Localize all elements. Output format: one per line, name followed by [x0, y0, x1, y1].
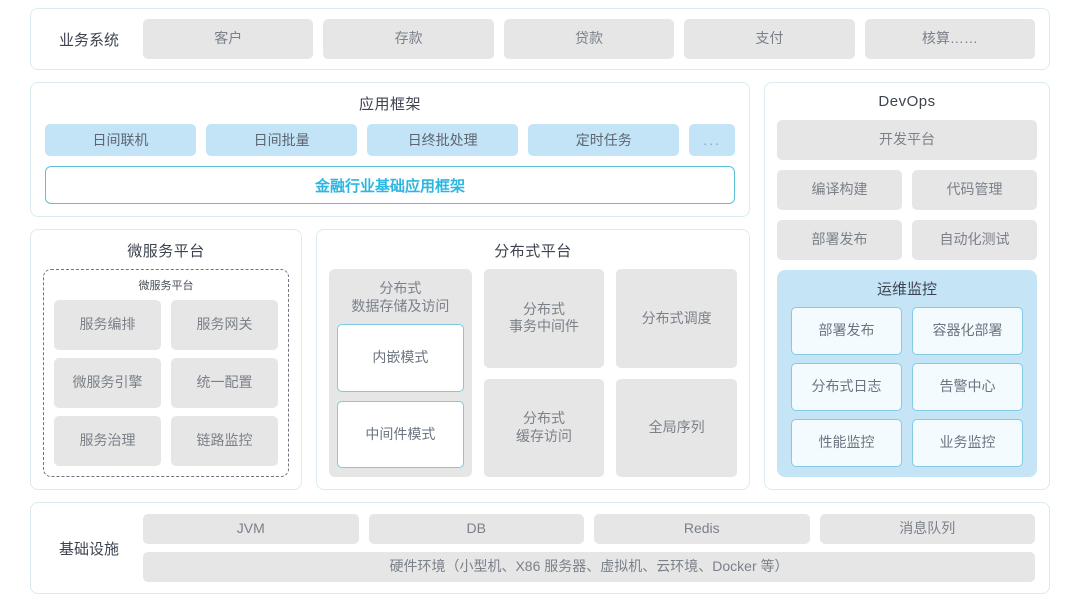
microservice-item-governance[interactable]: 服务治理 [54, 416, 161, 466]
microservice-item-grid: 服务编排 服务网关 微服务引擎 统一配置 服务治理 链路监控 [54, 300, 278, 466]
distributed-feature-grid: 分布式 事务中间件 分布式调度 分布 [483, 269, 737, 477]
ops-monitoring-title: 运维监控 [876, 281, 937, 298]
microservice-platform-panel: 微服务平台 微服务平台 服务编排 服务网关 微服务引擎 统一配置 服务治理 链路… [30, 229, 302, 490]
microservice-item-engine[interactable]: 微服务引擎 [54, 358, 161, 408]
business-item-payment[interactable]: 支付 [684, 19, 855, 59]
infrastructure-item-jvm[interactable]: JVM [143, 514, 359, 544]
storage-mode-middleware[interactable]: 中间件模式 [337, 400, 464, 468]
ops-containerized-deploy[interactable]: 容器化部署 [912, 307, 1023, 355]
global-sequence[interactable]: 全局序列 [616, 378, 737, 477]
devops-compile-build[interactable]: 编译构建 [777, 170, 902, 210]
microservice-platform-title: 微服务平台 [127, 243, 205, 260]
ops-monitoring-group: 运维监控 部署发布 容器化部署 分布式日志 告警中心 性能监控 业务监控 [777, 270, 1037, 477]
infrastructure-item-message-queue[interactable]: 消息队列 [819, 514, 1035, 544]
middle-region: 应用框架 日间联机 日间批量 日终批处理 定时任务 ... 金融行业基础应用框架… [30, 82, 1050, 490]
app-framework-title: 应用框架 [358, 96, 421, 113]
devops-code-management[interactable]: 代码管理 [912, 170, 1037, 210]
microservice-inner-title: 微服务平台 [138, 280, 194, 292]
business-system-section: 业务系统 客户 存款 贷款 支付 核算…… [30, 8, 1050, 70]
distributed-cache-line2: 缓存访问 [516, 427, 572, 444]
distributed-transaction-line1: 分布式 [523, 300, 565, 317]
business-item-customer[interactable]: 客户 [143, 19, 314, 59]
business-item-deposit[interactable]: 存款 [323, 19, 494, 59]
hardware-environment-bar[interactable]: 硬件环境（小型机、X86 服务器、虚拟机、云环境、Docker 等） [143, 552, 1035, 582]
distributed-cache-line1: 分布式 [523, 410, 565, 427]
microservice-item-orchestration[interactable]: 服务编排 [54, 300, 161, 350]
distributed-platform-title: 分布式平台 [494, 243, 572, 260]
business-system-label: 业务系统 [58, 31, 119, 49]
infrastructure-content: JVM DB Redis 消息队列 硬件环境（小型机、X86 服务器、虚拟机、云… [143, 514, 1035, 582]
ops-distributed-log[interactable]: 分布式日志 [791, 363, 902, 411]
app-framework-panel: 应用框架 日间联机 日间批量 日终批处理 定时任务 ... 金融行业基础应用框架 [30, 82, 750, 217]
devops-title: DevOps [878, 93, 936, 110]
devops-automated-testing[interactable]: 自动化测试 [912, 220, 1037, 260]
finance-base-framework-bar[interactable]: 金融行业基础应用框架 [45, 166, 735, 204]
infrastructure-item-redis[interactable]: Redis [594, 514, 810, 544]
business-item-accounting[interactable]: 核算…… [864, 19, 1036, 59]
distributed-scheduling[interactable]: 分布式调度 [616, 269, 737, 368]
ops-monitoring-grid: 部署发布 容器化部署 分布式日志 告警中心 性能监控 业务监控 [791, 307, 1023, 467]
microservice-item-tracing[interactable]: 链路监控 [171, 416, 278, 466]
microservice-dashed-group: 微服务平台 服务编排 服务网关 微服务引擎 统一配置 服务治理 链路监控 [43, 269, 289, 477]
devops-deploy-release[interactable]: 部署发布 [777, 220, 902, 260]
storage-mode-embedded[interactable]: 内嵌模式 [337, 324, 464, 392]
distributed-transaction-line2: 事务中间件 [509, 318, 579, 335]
distributed-storage-label-line2: 数据存储及访问 [351, 298, 450, 315]
devops-panel: DevOps 开发平台 编译构建 代码管理 部署发布 自动化测试 运维监控 部署… [764, 82, 1050, 490]
business-item-loan[interactable]: 贷款 [503, 19, 675, 59]
ops-business-monitor[interactable]: 业务监控 [912, 419, 1023, 467]
distributed-transaction-middleware[interactable]: 分布式 事务中间件 [483, 269, 605, 368]
app-chip-scheduled-task[interactable]: 定时任务 [528, 124, 680, 156]
global-sequence-line1: 全局序列 [648, 419, 705, 435]
devops-dev-platform[interactable]: 开发平台 [777, 120, 1037, 160]
ops-performance-monitor[interactable]: 性能监控 [791, 419, 902, 467]
middle-left-column: 应用框架 日间联机 日间批量 日终批处理 定时任务 ... 金融行业基础应用框架… [30, 82, 750, 490]
distributed-storage-group: 分布式 数据存储及访问 内嵌模式 中间件模式 [329, 269, 472, 477]
app-chip-daytime-online[interactable]: 日间联机 [45, 124, 197, 156]
microservice-item-unified-config[interactable]: 统一配置 [171, 358, 278, 408]
devops-pair-row-1: 编译构建 代码管理 [777, 170, 1037, 210]
distributed-storage-label-line1: 分布式 [379, 280, 422, 296]
devops-column: DevOps 开发平台 编译构建 代码管理 部署发布 自动化测试 运维监控 部署… [764, 82, 1050, 490]
distributed-body: 分布式 数据存储及访问 内嵌模式 中间件模式 分布式 事务中间件 [329, 269, 737, 477]
infrastructure-item-row: JVM DB Redis 消息队列 [143, 514, 1035, 544]
hardware-environment-row: 硬件环境（小型机、X86 服务器、虚拟机、云环境、Docker 等） [143, 552, 1035, 582]
platform-row: 微服务平台 微服务平台 服务编排 服务网关 微服务引擎 统一配置 服务治理 链路… [30, 229, 750, 490]
app-chip-daytime-batch[interactable]: 日间批量 [206, 124, 358, 156]
microservice-item-gateway[interactable]: 服务网关 [171, 300, 278, 350]
app-chip-more[interactable]: ... [689, 124, 735, 156]
devops-pair-row-2: 部署发布 自动化测试 [777, 220, 1037, 260]
distributed-platform-panel: 分布式平台 分布式 数据存储及访问 内嵌模式 中间件模式 [316, 229, 750, 490]
app-framework-chip-row: 日间联机 日间批量 日终批处理 定时任务 ... [45, 124, 735, 156]
infrastructure-item-db[interactable]: DB [368, 514, 584, 544]
infrastructure-label: 基础设施 [58, 540, 119, 558]
ops-deploy-release[interactable]: 部署发布 [791, 307, 902, 355]
app-chip-eod-batch[interactable]: 日终批处理 [367, 124, 519, 156]
infrastructure-section: 基础设施 JVM DB Redis 消息队列 硬件环境（小型机、X86 服务器、… [30, 502, 1050, 594]
distributed-scheduling-line1: 分布式调度 [641, 309, 712, 326]
ops-alert-center[interactable]: 告警中心 [912, 363, 1023, 411]
distributed-cache-access[interactable]: 分布式 缓存访问 [483, 378, 605, 477]
distributed-storage-label: 分布式 数据存储及访问 [337, 279, 464, 315]
